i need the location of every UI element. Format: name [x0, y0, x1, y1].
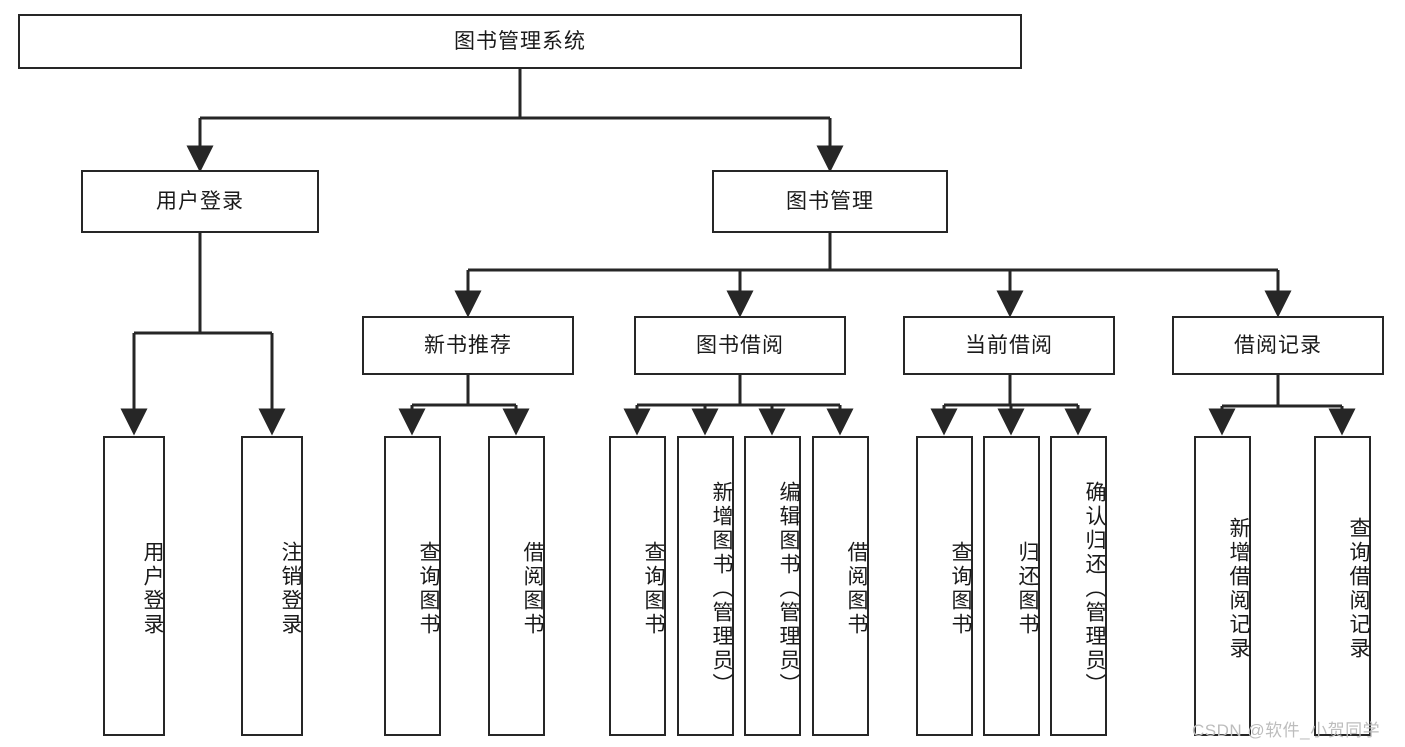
node-leaf-edit-book[interactable]: 编辑图书（管理员）: [744, 436, 801, 736]
node-user-login-label: 用户登录: [156, 189, 244, 213]
node-leaf-query-book-3-label: 查询图书: [949, 541, 972, 637]
node-leaf-logout[interactable]: 注销登录: [241, 436, 303, 736]
node-leaf-add-record-label: 新增借阅记录: [1227, 517, 1250, 661]
node-current-borrow-label: 当前借阅: [965, 333, 1053, 357]
node-book-borrow-label: 图书借阅: [696, 333, 784, 357]
node-current-borrow[interactable]: 当前借阅: [903, 316, 1115, 375]
node-leaf-query-book-2[interactable]: 查询图书: [609, 436, 666, 736]
node-leaf-logout-label: 注销登录: [279, 541, 302, 637]
node-new-book-rec-label: 新书推荐: [424, 333, 512, 357]
node-leaf-user-login-label: 用户登录: [141, 541, 164, 637]
node-leaf-borrow-book-1[interactable]: 借阅图书: [488, 436, 545, 736]
node-new-book-rec[interactable]: 新书推荐: [362, 316, 574, 375]
node-leaf-add-book-label: 新增图书（管理员）: [710, 481, 733, 697]
node-leaf-query-record[interactable]: 查询借阅记录: [1314, 436, 1371, 736]
node-borrow-record-label: 借阅记录: [1234, 333, 1322, 357]
node-leaf-query-book-2-label: 查询图书: [642, 541, 665, 637]
node-root-label: 图书管理系统: [454, 29, 586, 53]
node-book-manage-label: 图书管理: [786, 189, 874, 213]
node-borrow-record[interactable]: 借阅记录: [1172, 316, 1384, 375]
node-leaf-borrow-book-2-label: 借阅图书: [845, 541, 868, 637]
csdn-watermark: CSDN @软件_小贺同学: [1192, 721, 1381, 740]
node-leaf-borrow-book-2[interactable]: 借阅图书: [812, 436, 869, 736]
node-leaf-add-record[interactable]: 新增借阅记录: [1194, 436, 1251, 736]
node-leaf-query-book-3[interactable]: 查询图书: [916, 436, 973, 736]
node-leaf-return-book-label: 归还图书: [1016, 541, 1039, 637]
node-leaf-query-book-1-label: 查询图书: [417, 541, 440, 637]
node-leaf-confirm-return-label: 确认归还（管理员）: [1083, 481, 1106, 697]
node-leaf-query-record-label: 查询借阅记录: [1347, 517, 1370, 661]
node-leaf-confirm-return[interactable]: 确认归还（管理员）: [1050, 436, 1107, 736]
node-root[interactable]: 图书管理系统: [18, 14, 1022, 69]
node-user-login[interactable]: 用户登录: [81, 170, 319, 233]
node-leaf-user-login[interactable]: 用户登录: [103, 436, 165, 736]
node-book-manage[interactable]: 图书管理: [712, 170, 948, 233]
node-leaf-query-book-1[interactable]: 查询图书: [384, 436, 441, 736]
node-leaf-return-book[interactable]: 归还图书: [983, 436, 1040, 736]
node-leaf-edit-book-label: 编辑图书（管理员）: [777, 481, 800, 697]
node-leaf-borrow-book-1-label: 借阅图书: [521, 541, 544, 637]
node-book-borrow[interactable]: 图书借阅: [634, 316, 846, 375]
node-leaf-add-book[interactable]: 新增图书（管理员）: [677, 436, 734, 736]
